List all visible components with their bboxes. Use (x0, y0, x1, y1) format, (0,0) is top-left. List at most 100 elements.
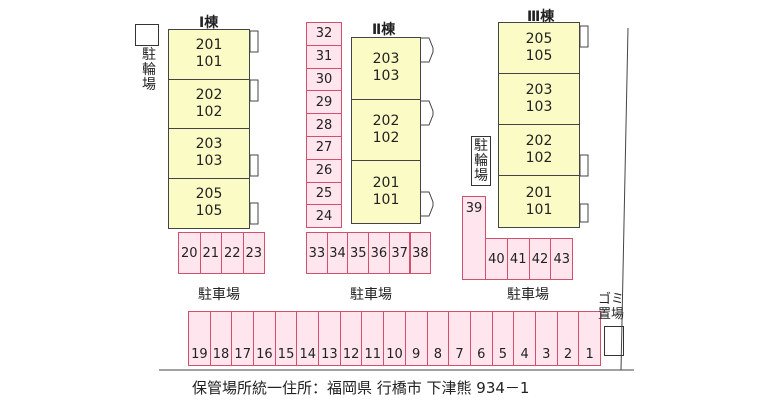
parking-space-4: 4 (513, 311, 536, 366)
parking-space-7: 7 (448, 311, 471, 366)
unit-number: 101 (372, 192, 400, 209)
parking-space-41: 41 (506, 238, 530, 280)
unit-number: 101 (525, 201, 553, 218)
parking-label-left: 駐車場 (198, 287, 240, 303)
parking-space-12: 12 (339, 311, 363, 366)
parking-space-24: 24 (306, 204, 342, 229)
unit-number: 103 (195, 153, 223, 170)
parking-space-31: 31 (306, 44, 342, 69)
parking-space-8: 8 (426, 311, 450, 366)
bike-label-char: 輪 (474, 153, 488, 169)
unit-number: 201 (372, 175, 400, 192)
unit-number: 105 (525, 48, 553, 64)
parking-space-32: 32 (306, 22, 342, 46)
parking-space-6: 6 (469, 311, 493, 366)
unit-number: 203 (525, 82, 553, 98)
unit-number: 202 (195, 86, 223, 103)
parking-space-22: 22 (221, 232, 244, 274)
bike-label-char: 駐 (474, 138, 488, 154)
unit-number: 201 (195, 37, 223, 54)
parking-space-20: 20 (178, 232, 201, 274)
bike-label-char: 駐 (142, 47, 156, 63)
parking-space-36: 36 (368, 232, 390, 274)
parking-space-43: 43 (550, 238, 574, 280)
unit-number: 202 (525, 133, 553, 149)
building-3-title: Ⅲ棟 (527, 9, 555, 25)
parking-space-42: 42 (528, 238, 552, 280)
parking-space-2: 2 (556, 311, 580, 366)
parking-space-10: 10 (383, 311, 406, 366)
parking-space-5: 5 (491, 311, 515, 366)
bike-parking-label-1: 駐輪場 (141, 48, 157, 93)
unit-number: 202 (372, 112, 400, 129)
parking-space-37: 37 (388, 232, 411, 274)
bike-shelter-2 (471, 136, 491, 186)
unit-number: 103 (525, 99, 553, 115)
garbage-label-2: 置場 (598, 307, 625, 322)
bike-shelter-box (135, 24, 159, 46)
unit-number: 203 (195, 136, 223, 153)
unit-number: 102 (195, 103, 223, 120)
unit-number: 105 (195, 203, 223, 220)
parking-space-9: 9 (404, 311, 428, 366)
parking-space-11: 11 (361, 311, 385, 366)
parking-space-35: 35 (347, 232, 370, 274)
bike-label-char: 場 (142, 77, 156, 93)
parking-space-39: 39 (462, 196, 486, 280)
garbage-box (604, 326, 624, 356)
bike-label-char: 場 (474, 168, 488, 184)
parking-space-23: 23 (242, 232, 265, 274)
parking-space-40: 40 (485, 238, 508, 280)
parking-space-38: 38 (409, 232, 432, 274)
parking-space-18: 18 (209, 311, 233, 366)
building-2-title: Ⅱ棟 (372, 22, 396, 38)
garbage-label-1: ゴミ (598, 292, 625, 307)
parking-space-1: 1 (578, 311, 601, 366)
storage-address: 保管場所統一住所：福岡県 行橋市 下津熊 934－1 (192, 379, 530, 397)
parking-space-33: 33 (306, 232, 328, 274)
unit-number: 102 (525, 150, 553, 166)
parking-space-15: 15 (274, 311, 298, 366)
parking-space-30: 30 (306, 67, 342, 92)
parking-space-29: 29 (306, 90, 342, 115)
building-1-title: Ⅰ棟 (199, 15, 219, 31)
unit-number: 102 (372, 129, 400, 146)
parking-space-34: 34 (326, 232, 349, 274)
parking-space-14: 14 (296, 311, 320, 366)
parking-space-17: 17 (231, 311, 255, 366)
parking-space-16: 16 (253, 311, 276, 366)
unit-number: 101 (195, 54, 223, 71)
bike-parking-label-2: 駐輪場 (473, 139, 489, 184)
unit-number: 201 (525, 184, 553, 201)
unit-number: 103 (372, 68, 400, 85)
parking-space-13: 13 (318, 311, 341, 366)
parking-label-right: 駐車場 (507, 287, 549, 303)
unit-number: 203 (372, 51, 400, 68)
unit-number: 205 (195, 186, 223, 203)
bike-label-char: 輪 (142, 62, 156, 78)
unit-number: 205 (525, 31, 553, 47)
parking-label-center: 駐車場 (350, 287, 392, 303)
parking-space-21: 21 (199, 232, 222, 274)
parking-space-25: 25 (306, 181, 342, 206)
parking-space-28: 28 (306, 113, 342, 137)
parking-space-3: 3 (534, 311, 558, 366)
parking-space-19: 19 (188, 311, 211, 366)
parking-space-26: 26 (306, 158, 342, 183)
parking-space-27: 27 (306, 136, 342, 160)
